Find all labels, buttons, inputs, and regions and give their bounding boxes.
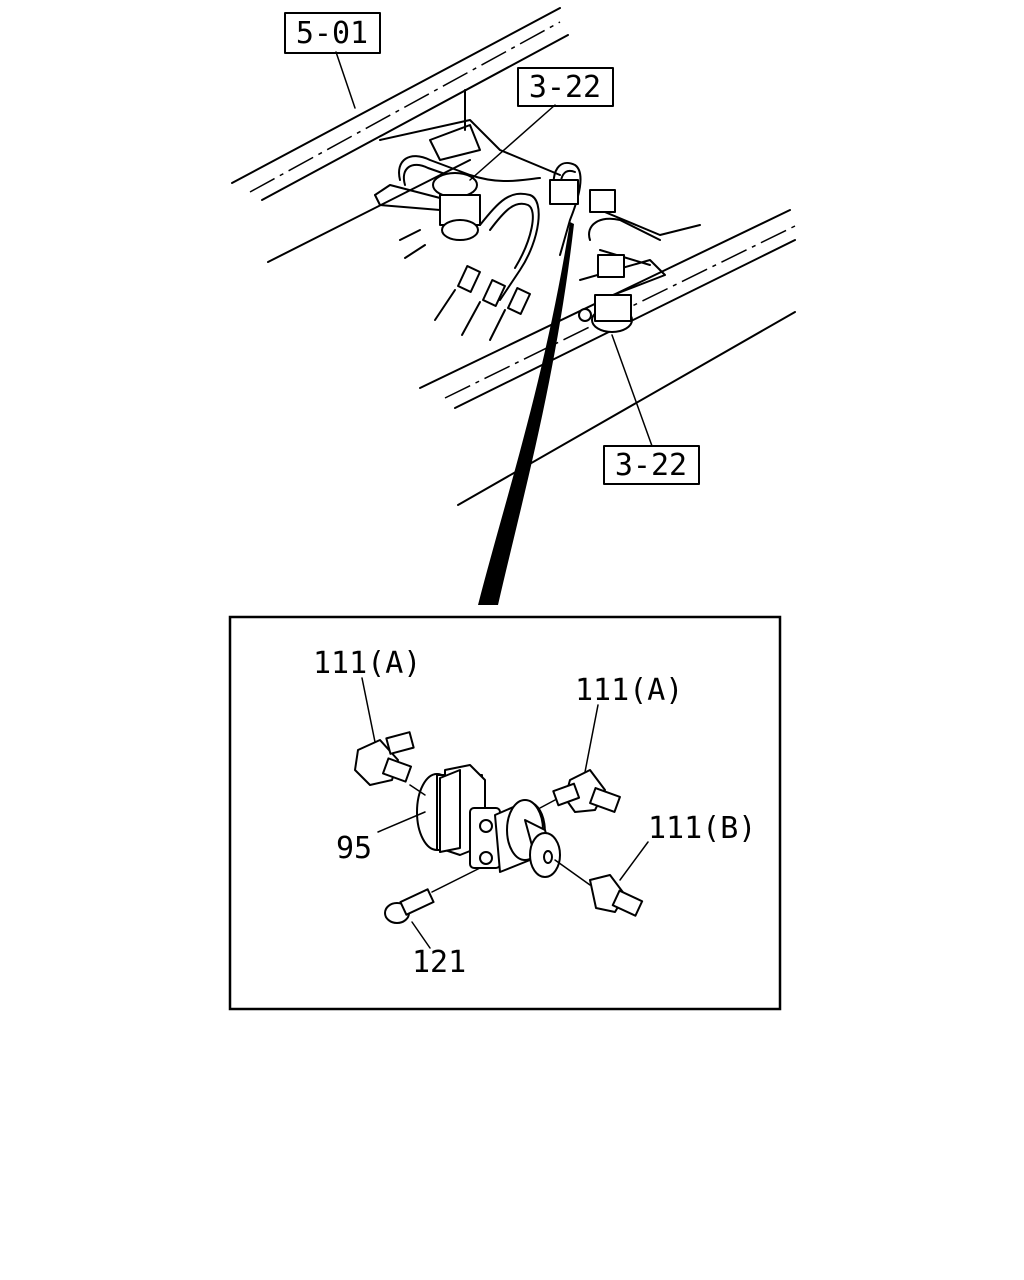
ref-box-upper-pipe[interactable]: 3-22 bbox=[517, 67, 614, 107]
label-connector-111b: 111(B) bbox=[648, 811, 756, 846]
connector-111b bbox=[554, 859, 644, 917]
cross-member bbox=[374, 89, 701, 301]
bolt-121 bbox=[384, 867, 481, 924]
reference-leaders bbox=[335, 51, 653, 447]
label-valve-95: 95 bbox=[336, 831, 372, 866]
label-connector-111a-right: 111(A) bbox=[575, 673, 683, 708]
chassis-frame-rails bbox=[231, 7, 796, 506]
connector-111a-left bbox=[354, 731, 426, 796]
valve-95 bbox=[416, 764, 561, 878]
detail-box bbox=[228, 615, 782, 1011]
ref-frame-label: 5-01 bbox=[296, 16, 368, 51]
ref-box-lower-valve[interactable]: 3-22 bbox=[603, 445, 700, 485]
label-connector-111a-left: 111(A) bbox=[313, 646, 421, 681]
ref-box-frame[interactable]: 5-01 bbox=[284, 12, 381, 54]
overview-valve-assembly bbox=[399, 172, 633, 341]
ref-lower-valve-label: 3-22 bbox=[615, 448, 687, 483]
label-bolt-121: 121 bbox=[412, 945, 466, 980]
ref-upper-pipe-label: 3-22 bbox=[529, 70, 601, 105]
detail-pointer bbox=[478, 222, 574, 605]
connector-111a-right bbox=[539, 769, 621, 813]
callout-leaders bbox=[361, 677, 649, 949]
air-pipes bbox=[398, 155, 661, 301]
